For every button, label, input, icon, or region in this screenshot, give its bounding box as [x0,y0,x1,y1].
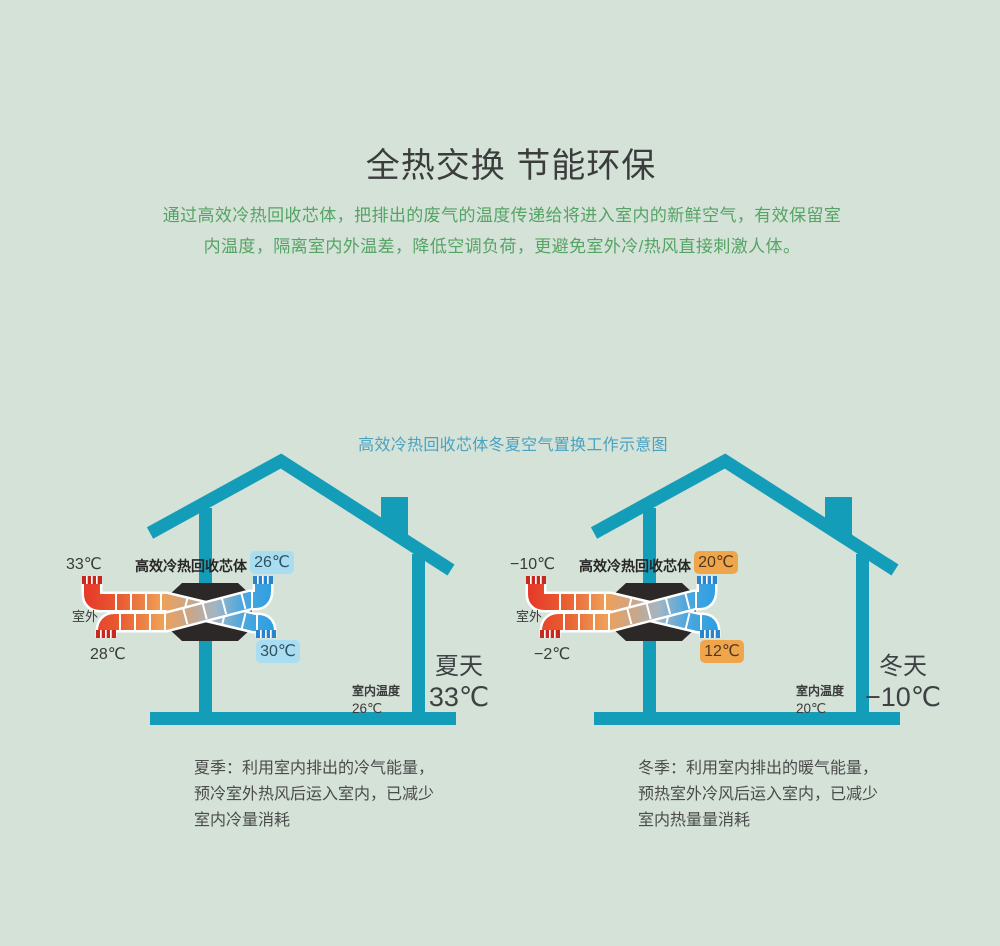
house-winter: −10℃ 高效冷热回收芯体 20℃ 室外 −2℃ 12℃ 室内温度 20℃ 冬天… [444,440,1000,840]
season-temp: −10℃ [864,682,942,712]
caption-line: 冬季：利用室内排出的暖气能量， [638,760,879,777]
exhaust-pipe-segments [119,592,253,631]
season-name: 冬天 [879,653,927,680]
supply-temp-badge: 20℃ [694,551,738,574]
house-structure [146,453,456,725]
intro-line-2: 内温度，隔离室内外温差，降低空调负荷，更避免室外冷/热风直接刺激人体。 [203,237,801,256]
page-title: 全热交换 节能环保 [365,147,657,185]
indoor-temp-block: 室内温度 20℃ [796,682,844,717]
outside-label: 室外 [72,609,99,624]
exchanger-label: 高效冷热回收芯体 [579,558,691,574]
exhaust-air-pipe [542,583,715,637]
caption-line: 室内热量量消耗 [638,812,751,829]
house-caption: 夏季：利用室内排出的冷气能量， 预冷室外热风后运入室内，已减少 室内冷量消耗 [194,756,434,834]
house-summer-illustration [81,453,456,725]
outside-temp-bottom: −2℃ [534,646,571,663]
house-structure [590,453,900,725]
exhaust-pipe-segments [563,592,697,631]
outside-label: 室外 [516,609,543,624]
outside-temp-bottom: 28℃ [90,646,126,663]
indoor-temp-block: 室内温度 26℃ [352,682,400,717]
caption-line: 预冷室外热风后运入室内，已减少 [194,786,435,803]
caption-line: 预热室外冷风后运入室内，已减少 [638,786,879,803]
supply-temp-badge: 26℃ [250,551,294,574]
indoor-temp-value: 20℃ [796,701,827,716]
exhaust-air-pipe [98,583,271,637]
floor [150,712,456,725]
chimney [825,497,852,536]
season-name: 夏天 [435,653,483,680]
caption-line: 室内冷量消耗 [194,812,291,829]
pipe-caps [82,576,276,638]
house-caption: 冬季：利用室内排出的暖气能量， 预热室外冷风后运入室内，已减少 室内热量量消耗 [638,756,878,834]
roof [590,453,899,576]
wall-right [412,554,425,720]
indoor-temp-value: 26℃ [352,701,383,716]
season-temp: 33℃ [428,682,490,712]
intro-line-1: 通过高效冷热回收芯体，把排出的废气的温度传递给将进入室内的新鲜空气，有效保留室 [162,206,842,225]
season-block: 夏天 33℃ [398,652,520,712]
season-block: 冬天 −10℃ [842,652,964,712]
exhaust-temp-badge: 12℃ [700,640,744,663]
diagram-subtitle: 高效冷热回收芯体冬夏空气置换工作示意图 [358,437,668,454]
caption-line: 夏季：利用室内排出的冷气能量， [194,760,435,777]
exchanger-label: 高效冷热回收芯体 [135,558,247,574]
chimney [381,497,408,536]
pipe-caps [526,576,720,638]
outside-temp-top: 33℃ [66,556,102,573]
wall-right [856,554,869,720]
indoor-temp-label: 室内温度 [352,684,401,698]
house-summer: 33℃ 高效冷热回收芯体 26℃ 室外 28℃ 30℃ 室内温度 26℃ 夏天 … [0,440,560,840]
outside-temp-top: −10℃ [510,556,556,573]
roof [146,453,455,576]
floor [594,712,900,725]
exhaust-temp-badge: 30℃ [256,640,300,663]
indoor-temp-label: 室内温度 [796,684,845,698]
house-winter-illustration [525,453,900,725]
